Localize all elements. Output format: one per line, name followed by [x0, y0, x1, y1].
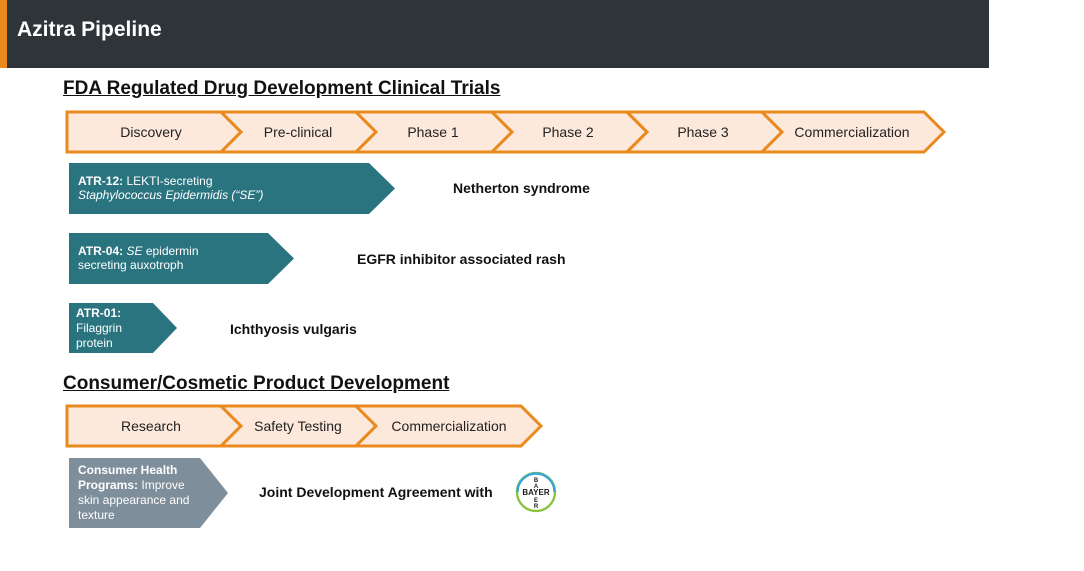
stage-label-research: Research [121, 418, 181, 434]
program-consumer-health-desc1: Improve [138, 478, 185, 492]
svg-text:B: B [534, 478, 539, 484]
program-consumer-health-desc3: texture [78, 508, 115, 522]
fda-section-title: FDA Regulated Drug Development Clinical … [63, 78, 501, 99]
program-atr01-desc2: protein [76, 336, 113, 350]
bayer-logo-text: BAYER [522, 488, 549, 497]
stage-consumer-commercialization-chevron [352, 404, 544, 448]
program-atr04-desc1: epidermin [142, 244, 199, 258]
indication-egfr-rash: EGFR inhibitor associated rash [357, 251, 566, 267]
program-atr12-desc2: Staphylococcus Epidermidis (“SE”) [78, 188, 264, 202]
stage-label-phase3: Phase 3 [677, 124, 729, 140]
stage-label-safety-testing: Safety Testing [254, 418, 342, 434]
program-consumer-health-desc2: skin appearance and [78, 493, 190, 507]
stage-commercialization-chevron [758, 110, 947, 154]
header-bar: Azitra Pipeline [0, 0, 989, 68]
program-atr12-arrow [69, 163, 395, 214]
program-atr04-label: ATR-04: SE epidermin secreting auxotroph [78, 244, 278, 272]
consumer-stage-band: Research Safety Testing Commercializatio… [65, 404, 544, 448]
program-atr01-arrow [69, 303, 177, 353]
program-atr12: ATR-12: LEKTI-secreting Staphylococcus E… [69, 163, 395, 214]
svg-text:A: A [534, 484, 539, 490]
program-consumer-health-name2: Programs: [78, 478, 139, 492]
program-atr04-name: ATR-04: [78, 244, 124, 258]
program-atr01-desc1: Filaggrin [76, 321, 123, 335]
program-consumer-health-name1: Consumer Health [78, 463, 178, 477]
program-consumer-health-arrow [69, 458, 228, 528]
program-atr04-desc2: secreting auxotroph [78, 258, 184, 272]
stage-label-preclinical: Pre-clinical [264, 124, 332, 140]
svg-text:E: E [534, 498, 538, 504]
stage-label-phase1: Phase 1 [407, 124, 459, 140]
stage-label-consumer-commercialization: Commercialization [391, 418, 506, 434]
indication-ichthyosis: Ichthyosis vulgaris [230, 321, 357, 337]
stage-label-phase2: Phase 2 [542, 124, 594, 140]
stage-label-discovery: Discovery [120, 124, 181, 140]
consumer-section-title: Consumer/Cosmetic Product Development [63, 373, 450, 394]
program-atr01-name: ATR-01: [76, 306, 122, 320]
program-atr12-label: ATR-12: LEKTI-secreting Staphylococcus E… [78, 174, 378, 202]
program-atr04-se: SE [126, 244, 143, 258]
program-atr01-label: ATR-01: Filaggrin protein [76, 306, 166, 351]
indication-joint-development: Joint Development Agreement with [259, 484, 493, 500]
header-accent [0, 0, 7, 68]
program-atr04: ATR-04: SE epidermin secreting auxotroph [69, 233, 294, 284]
program-consumer-health-label: Consumer Health Programs: Improve skin a… [78, 463, 218, 523]
svg-text:R: R [534, 504, 539, 510]
program-atr12-name: ATR-12: [78, 174, 124, 188]
fda-stage-band: Discovery Pre-clinical Phase 1 Phase 2 P… [65, 110, 947, 154]
page-title: Azitra Pipeline [17, 18, 162, 41]
stage-label-commercialization: Commercialization [794, 124, 909, 140]
program-atr12-desc1: LEKTI-secreting [123, 174, 213, 188]
bayer-logo-icon: BAYER B A E R [515, 471, 557, 513]
program-consumer-health: Consumer Health Programs: Improve skin a… [69, 458, 228, 528]
program-atr04-arrow [69, 233, 294, 284]
program-atr01: ATR-01: Filaggrin protein [69, 303, 177, 353]
indication-netherton: Netherton syndrome [453, 180, 590, 196]
